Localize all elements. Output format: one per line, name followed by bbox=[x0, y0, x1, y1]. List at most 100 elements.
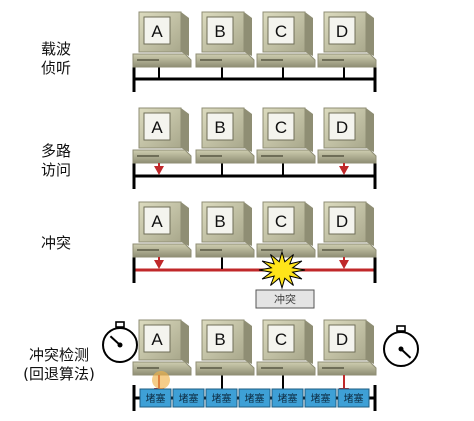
computer-base bbox=[256, 53, 316, 68]
computer-base bbox=[256, 361, 316, 376]
stopwatch-hand bbox=[400, 348, 412, 359]
monitor-screen bbox=[206, 112, 234, 141]
computer-base bbox=[195, 243, 255, 258]
computer-base bbox=[195, 361, 255, 376]
computer-icon: C bbox=[256, 319, 316, 376]
row-label-collision: 冲突 bbox=[40, 234, 71, 252]
station-letter: D bbox=[336, 22, 348, 41]
jam-block bbox=[172, 388, 205, 408]
jam-label: 堵塞 bbox=[146, 392, 166, 405]
drive-slot bbox=[200, 59, 222, 61]
monitor-side bbox=[244, 12, 252, 56]
station-letter: D bbox=[336, 118, 348, 137]
monitor-screen bbox=[206, 324, 234, 353]
monitor-screen bbox=[143, 206, 171, 235]
monitor-screen bbox=[143, 112, 171, 141]
computer-base bbox=[132, 243, 192, 258]
station-letter: D bbox=[336, 330, 348, 349]
computer-icon: C bbox=[256, 107, 316, 164]
monitor-screen bbox=[206, 206, 234, 235]
drive-slot bbox=[200, 249, 222, 251]
monitor-side bbox=[366, 320, 374, 364]
station-letter: C bbox=[275, 118, 287, 137]
drive-slot bbox=[322, 155, 344, 157]
drive-slot bbox=[322, 367, 344, 369]
collision-label: 冲突 bbox=[274, 292, 296, 306]
stopwatch-crown bbox=[115, 321, 125, 328]
computer-icon: A bbox=[132, 201, 192, 258]
computer-base bbox=[317, 361, 377, 376]
drive-slot bbox=[322, 59, 344, 61]
monitor-side bbox=[244, 202, 252, 246]
row-label-collision-detection: 冲突检测 (回退算法) bbox=[23, 346, 95, 383]
monitor-side bbox=[181, 12, 189, 56]
jam-block bbox=[271, 388, 304, 408]
computer-base bbox=[132, 53, 192, 68]
jam-label: 堵塞 bbox=[278, 392, 298, 405]
monitor-screen bbox=[143, 16, 171, 45]
station-letter: B bbox=[214, 212, 225, 231]
monitor-side bbox=[366, 202, 374, 246]
row-label-multiple-access: 多路 访问 bbox=[40, 142, 71, 179]
monitor-side bbox=[244, 320, 252, 364]
signal-arrow-head bbox=[154, 166, 164, 175]
monitor-side bbox=[181, 320, 189, 364]
computer-icon: D bbox=[317, 11, 377, 68]
jam-label: 堵塞 bbox=[245, 392, 265, 405]
station-letter: A bbox=[151, 212, 163, 231]
computer-base bbox=[317, 149, 377, 164]
computer-base bbox=[317, 53, 377, 68]
monitor-screen bbox=[267, 112, 295, 141]
row-label-carrier-sense: 载波 侦听 bbox=[40, 40, 71, 77]
stopwatch-crown bbox=[396, 325, 406, 332]
drive-slot bbox=[261, 367, 283, 369]
drive-slot bbox=[137, 367, 159, 369]
computer-icon: B bbox=[195, 107, 255, 164]
monitor-screen bbox=[143, 324, 171, 353]
monitor-side bbox=[305, 12, 313, 56]
jam-block bbox=[139, 388, 172, 408]
jam-label: 堵塞 bbox=[179, 392, 199, 405]
cursor-highlight bbox=[152, 371, 170, 389]
station-letter: D bbox=[336, 212, 348, 231]
collision-label-box bbox=[255, 289, 315, 309]
signal-arrow-head bbox=[339, 260, 349, 269]
monitor-screen bbox=[267, 16, 295, 45]
station-letter: B bbox=[214, 118, 225, 137]
drive-slot bbox=[261, 59, 283, 61]
stopwatch-icon bbox=[383, 325, 419, 367]
station-letter: C bbox=[275, 212, 287, 231]
monitor-screen bbox=[206, 16, 234, 45]
monitor-screen bbox=[328, 112, 356, 141]
monitor-side bbox=[305, 320, 313, 364]
computer-base bbox=[132, 149, 192, 164]
monitor-screen bbox=[267, 206, 295, 235]
station-letter: C bbox=[275, 330, 287, 349]
drive-slot bbox=[261, 155, 283, 157]
drive-slot bbox=[137, 155, 159, 157]
computer-base bbox=[317, 243, 377, 258]
jam-block bbox=[337, 388, 370, 408]
station-letter: A bbox=[151, 330, 163, 349]
monitor-side bbox=[181, 202, 189, 246]
station-letter: A bbox=[151, 118, 163, 137]
collision-star-icon bbox=[258, 250, 306, 290]
computer-icon: C bbox=[256, 11, 316, 68]
monitor-side bbox=[366, 108, 374, 152]
computer-base bbox=[256, 149, 316, 164]
monitor-screen bbox=[328, 324, 356, 353]
computer-icon: D bbox=[317, 201, 377, 258]
jam-block bbox=[205, 388, 238, 408]
computer-icon: A bbox=[132, 107, 192, 164]
computer-icon: C bbox=[256, 201, 316, 258]
monitor-side bbox=[181, 108, 189, 152]
stopwatch-icon bbox=[102, 321, 138, 363]
monitor-side bbox=[305, 108, 313, 152]
station-letter: B bbox=[214, 22, 225, 41]
monitor-screen bbox=[267, 324, 295, 353]
computer-icon: A bbox=[132, 319, 192, 376]
monitor-side bbox=[244, 108, 252, 152]
computer-icon: B bbox=[195, 201, 255, 258]
